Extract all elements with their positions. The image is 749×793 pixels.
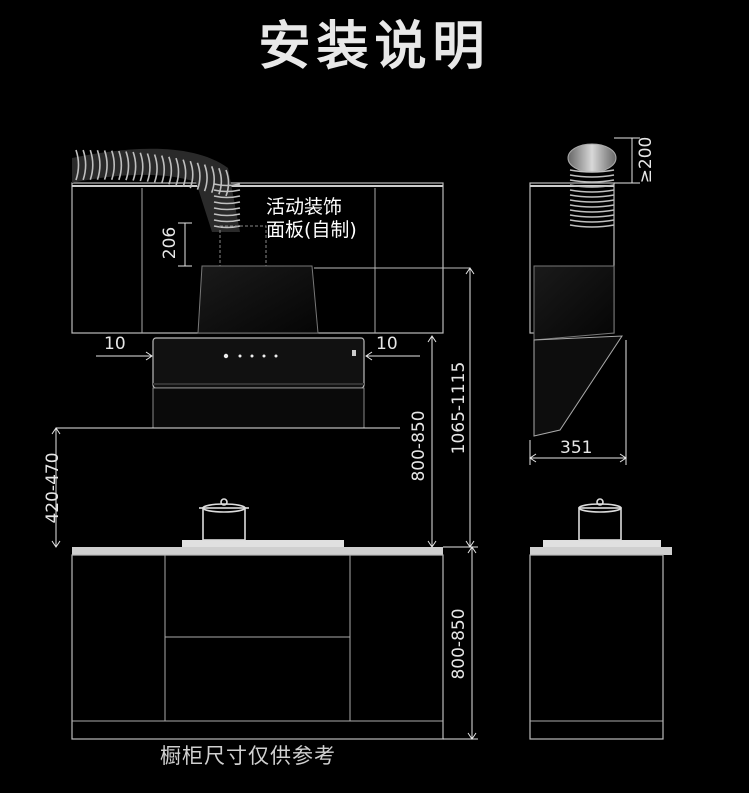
flex-duct-side — [567, 143, 617, 228]
duct-height-dim: 206 — [160, 226, 180, 260]
hood-glass-panel — [152, 337, 365, 389]
base-cabinet — [71, 554, 444, 740]
panel-note-line2: 面板(自制) — [266, 219, 357, 241]
pot-front — [199, 498, 249, 541]
flex-duct-front — [72, 148, 241, 232]
page-title: 安装说明 — [258, 17, 491, 77]
hood-total-height-dim: 1065-1115 — [449, 361, 469, 455]
side-gap-left-dim: 10 — [104, 334, 126, 354]
cabinet-gap-dim: 420-470 — [43, 452, 63, 524]
hood-chimney — [197, 265, 319, 334]
panel-note-line1: 活动装饰 — [266, 196, 343, 218]
side-gap-right-dim: 10 — [376, 334, 398, 354]
hood-depth-dim: 351 — [560, 438, 593, 458]
duct-clearance-dim: ≥200 — [636, 136, 656, 184]
cooktop — [182, 540, 344, 547]
decorative-panel-note: 活动装饰 面板(自制) — [266, 196, 357, 242]
side-hood-panel — [533, 335, 623, 437]
hood-lower-body — [152, 387, 365, 429]
base-cabinet-height-dim: 800-850 — [449, 608, 469, 680]
countertop — [72, 547, 443, 555]
cabinet-note: 橱柜尺寸仅供参考 — [160, 744, 336, 768]
side-base-cabinet — [529, 554, 664, 740]
side-hood-body — [533, 265, 615, 341]
hood-height-dim: 800-850 — [409, 410, 429, 482]
pot-side — [578, 498, 622, 541]
